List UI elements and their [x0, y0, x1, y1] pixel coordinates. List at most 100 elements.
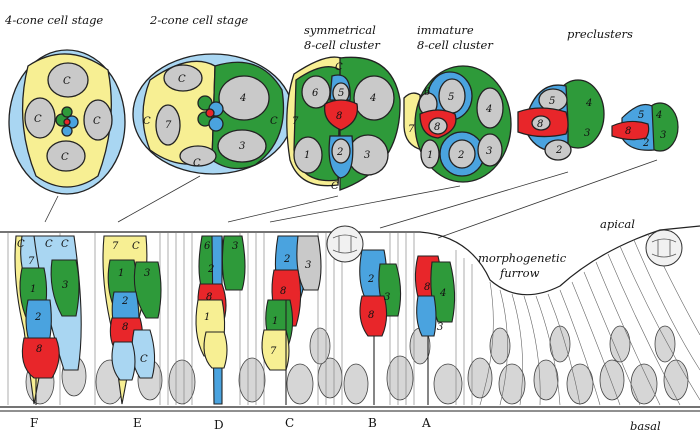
cell-num-3: 3 [144, 268, 150, 279]
cluster-symmetrical [286, 56, 401, 191]
cell-num-6: 6 [424, 87, 431, 98]
cone-label: C [143, 116, 151, 127]
cone-label: C [178, 74, 186, 85]
stage-title-symmetrical-1: symmetrical [304, 23, 376, 37]
cell-num-1: 1 [204, 312, 210, 323]
cone-label: C [17, 239, 25, 250]
column-A [414, 255, 456, 405]
cell-num-2: 2 [283, 254, 290, 265]
cell-num-8: 8 [336, 111, 342, 122]
cone-label: C [93, 116, 101, 127]
cell-num-6: 6 [312, 88, 319, 99]
cluster-precluster-small [611, 102, 679, 152]
cell-num-8: 8 [434, 122, 440, 133]
basal-label: basal [630, 419, 661, 433]
furrow-label-line2: furrow [499, 266, 540, 280]
cell-num-4: 4 [369, 93, 376, 104]
cell-num-4: 4 [655, 110, 662, 121]
stage-title-immature-2: 8-cell cluster [417, 38, 494, 52]
column-label-A: A [421, 416, 431, 430]
cone-label: C [140, 354, 148, 365]
cone-label: C [193, 158, 201, 169]
cone-label: C [61, 239, 69, 250]
column-F [14, 235, 82, 405]
cell-num-7: 7 [270, 346, 277, 357]
column-B [359, 249, 402, 405]
cell-num-3: 3 [62, 280, 68, 291]
basal-membrane [0, 406, 700, 412]
stage-title-preclusters: preclusters [567, 27, 633, 41]
stage-title-two-cone: 2-cone cell stage [149, 13, 248, 27]
furrow-fan [479, 233, 700, 406]
cell-num-6: 6 [204, 241, 211, 252]
cone-label: C [335, 62, 343, 73]
cell-num-2: 2 [555, 145, 562, 156]
cell-num-3: 3 [305, 260, 311, 271]
cell-num-3: 3 [384, 292, 390, 303]
cell-num-3: 3 [232, 241, 238, 252]
mitotic-cell [645, 229, 683, 267]
cone-label: C [331, 181, 339, 192]
furrow-label-line1: morphogenetic [478, 251, 567, 265]
cell-num-5: 5 [638, 110, 644, 121]
column-label-E: E [133, 416, 142, 430]
cell-num-3: 3 [486, 146, 492, 157]
column-C [261, 235, 322, 405]
cell-num-8: 8 [36, 344, 42, 355]
stage-title-four-cone: 4-cone cell stage [4, 13, 103, 27]
cell-num-8: 8 [280, 286, 286, 297]
cell-num-1: 1 [118, 268, 124, 279]
connector-lines [44, 159, 658, 239]
column-E [102, 235, 162, 405]
cell-num-1: 1 [304, 150, 310, 161]
column-label-B: B [368, 416, 377, 430]
cluster-two-cone [132, 53, 294, 175]
cell-num-2: 2 [336, 147, 343, 158]
cone-label: C [61, 152, 69, 163]
cell-num-7: 7 [28, 256, 35, 267]
apical-surface [0, 225, 700, 296]
cell-num-8: 8 [206, 292, 212, 303]
stage-title-symmetrical-2: 8-cell cluster [304, 38, 381, 52]
apical-label: apical [600, 217, 635, 231]
column-label-D: D [214, 418, 224, 432]
cell-num-3: 3 [437, 322, 443, 333]
cone-label: C [63, 76, 71, 87]
mitotic-cell [326, 225, 364, 263]
cell-num-2: 2 [457, 150, 464, 161]
cell-num-1: 1 [30, 284, 36, 295]
background-cells [25, 325, 689, 405]
cell-num-7: 7 [408, 124, 415, 135]
cone-label: C [34, 114, 42, 125]
cluster-immature [403, 65, 512, 183]
cell-num-8: 8 [537, 119, 543, 130]
cell-num-8: 8 [122, 322, 128, 333]
striations [7, 232, 473, 405]
cell-num-5: 5 [448, 92, 454, 103]
cell-num-3: 3 [364, 150, 370, 161]
cell-num-8: 8 [368, 310, 374, 321]
cell-num-2: 2 [642, 138, 649, 149]
cone-label: C [132, 241, 140, 252]
stage-title-immature-1: immature [417, 23, 474, 37]
cell-num-4: 4 [485, 104, 492, 115]
column-D [195, 235, 246, 405]
cell-num-5: 5 [338, 88, 344, 99]
cell-num-1: 1 [427, 150, 433, 161]
cell-num-5: 5 [549, 96, 555, 107]
cell-num-7: 7 [165, 120, 172, 131]
cell-num-1: 1 [272, 316, 278, 327]
column-label-C: C [285, 416, 294, 430]
cell-num-3: 3 [660, 130, 666, 141]
cone-label: C [270, 116, 278, 127]
cell-num-2: 2 [34, 312, 41, 323]
cell-num-7: 7 [112, 241, 119, 252]
cell-num-4: 4 [239, 93, 246, 104]
cell-num-8: 8 [625, 126, 631, 137]
cluster-precluster-large [517, 79, 605, 161]
epithelium [0, 225, 700, 406]
cluster-four-cone [8, 49, 126, 195]
column-label-F: F [30, 416, 38, 430]
cell-num-7: 7 [292, 116, 299, 127]
